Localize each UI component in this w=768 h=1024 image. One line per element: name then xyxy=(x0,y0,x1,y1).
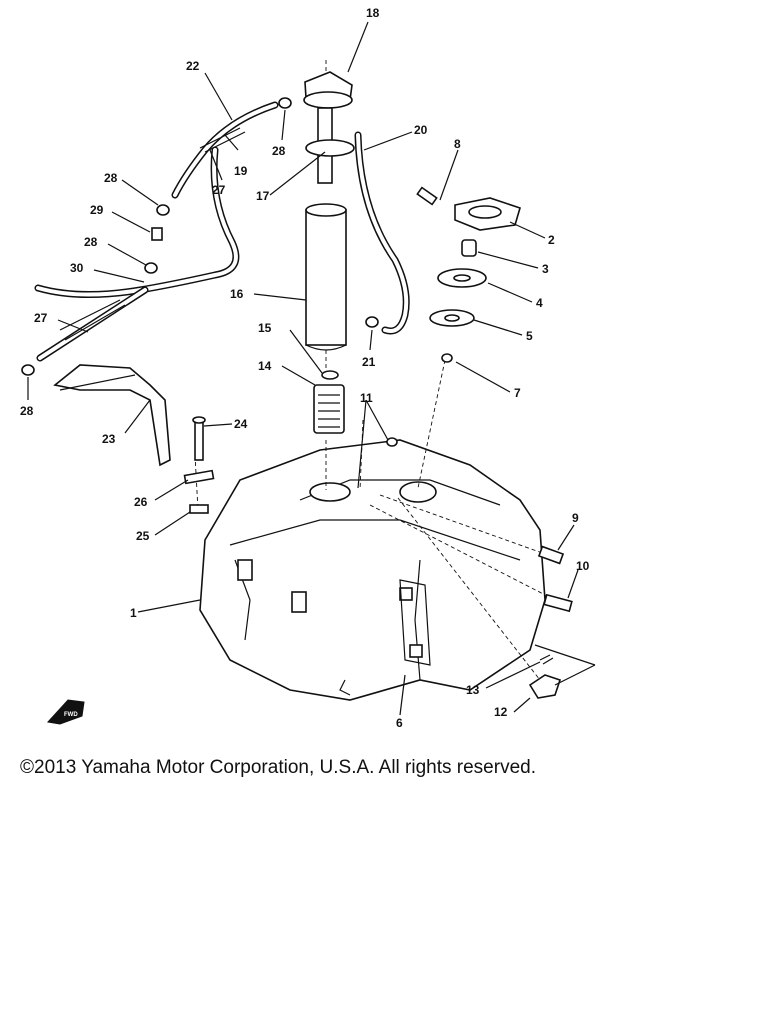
fuel-tank xyxy=(199,439,546,701)
callout-7: 7 xyxy=(514,386,521,400)
callout-17: 17 xyxy=(256,189,270,203)
callout-28-bracket: 28 xyxy=(20,404,34,418)
callout-6: 6 xyxy=(396,716,403,730)
callout-8: 8 xyxy=(454,137,461,151)
callout-4: 4 xyxy=(536,296,543,310)
callout-20: 20 xyxy=(414,123,428,137)
fuel-gauge-sender xyxy=(303,71,353,184)
callout-11: 11 xyxy=(360,391,373,405)
callout-3: 3 xyxy=(542,262,549,276)
bracket-and-bolts xyxy=(53,364,573,613)
fuel-tank-exploded-diagram: 18 22 20 28 8 19 27 17 28 29 28 30 2 3 1… xyxy=(20,6,596,730)
callout-labels: 18 22 20 28 8 19 27 17 28 29 28 30 2 3 1… xyxy=(20,6,590,730)
callout-13: 13 xyxy=(466,683,480,697)
clip xyxy=(321,370,339,380)
fwd-label: FWD xyxy=(64,712,78,718)
cover-and-clip xyxy=(528,654,562,699)
callout-21: 21 xyxy=(362,355,376,369)
copyright-notice: ©2013 Yamaha Motor Corporation, U.S.A. A… xyxy=(20,757,536,778)
callout-28-lower: 28 xyxy=(84,235,98,249)
callout-14: 14 xyxy=(258,359,272,373)
callout-18: 18 xyxy=(366,6,380,20)
callout-10: 10 xyxy=(576,559,590,573)
fuel-hoses xyxy=(34,101,410,362)
leader-lines xyxy=(27,21,596,716)
gasket xyxy=(305,139,355,157)
callout-5: 5 xyxy=(526,329,533,343)
callout-22: 22 xyxy=(186,59,200,73)
callout-15: 15 xyxy=(258,321,272,335)
callout-27-lower: 27 xyxy=(34,311,48,325)
callout-25: 25 xyxy=(136,529,150,543)
callout-16: 16 xyxy=(230,287,244,301)
callout-26: 26 xyxy=(134,495,148,509)
callout-9: 9 xyxy=(572,511,579,525)
fwd-arrow-badge: FWD xyxy=(47,699,85,725)
callout-27-upper: 27 xyxy=(212,183,226,197)
tank-cap-assembly xyxy=(416,186,521,363)
callout-1: 1 xyxy=(130,606,137,620)
callout-30: 30 xyxy=(70,261,84,275)
callout-28-mid: 28 xyxy=(104,171,118,185)
callout-24: 24 xyxy=(234,417,248,431)
hose-clamps xyxy=(21,97,398,447)
callout-28-top: 28 xyxy=(272,144,286,158)
callout-12: 12 xyxy=(494,705,508,719)
callout-19: 19 xyxy=(234,164,248,178)
callout-2: 2 xyxy=(548,233,555,247)
fuel-filter xyxy=(313,384,345,434)
fuel-pipe xyxy=(305,203,347,351)
callout-23: 23 xyxy=(102,432,116,446)
callout-29: 29 xyxy=(90,203,104,217)
